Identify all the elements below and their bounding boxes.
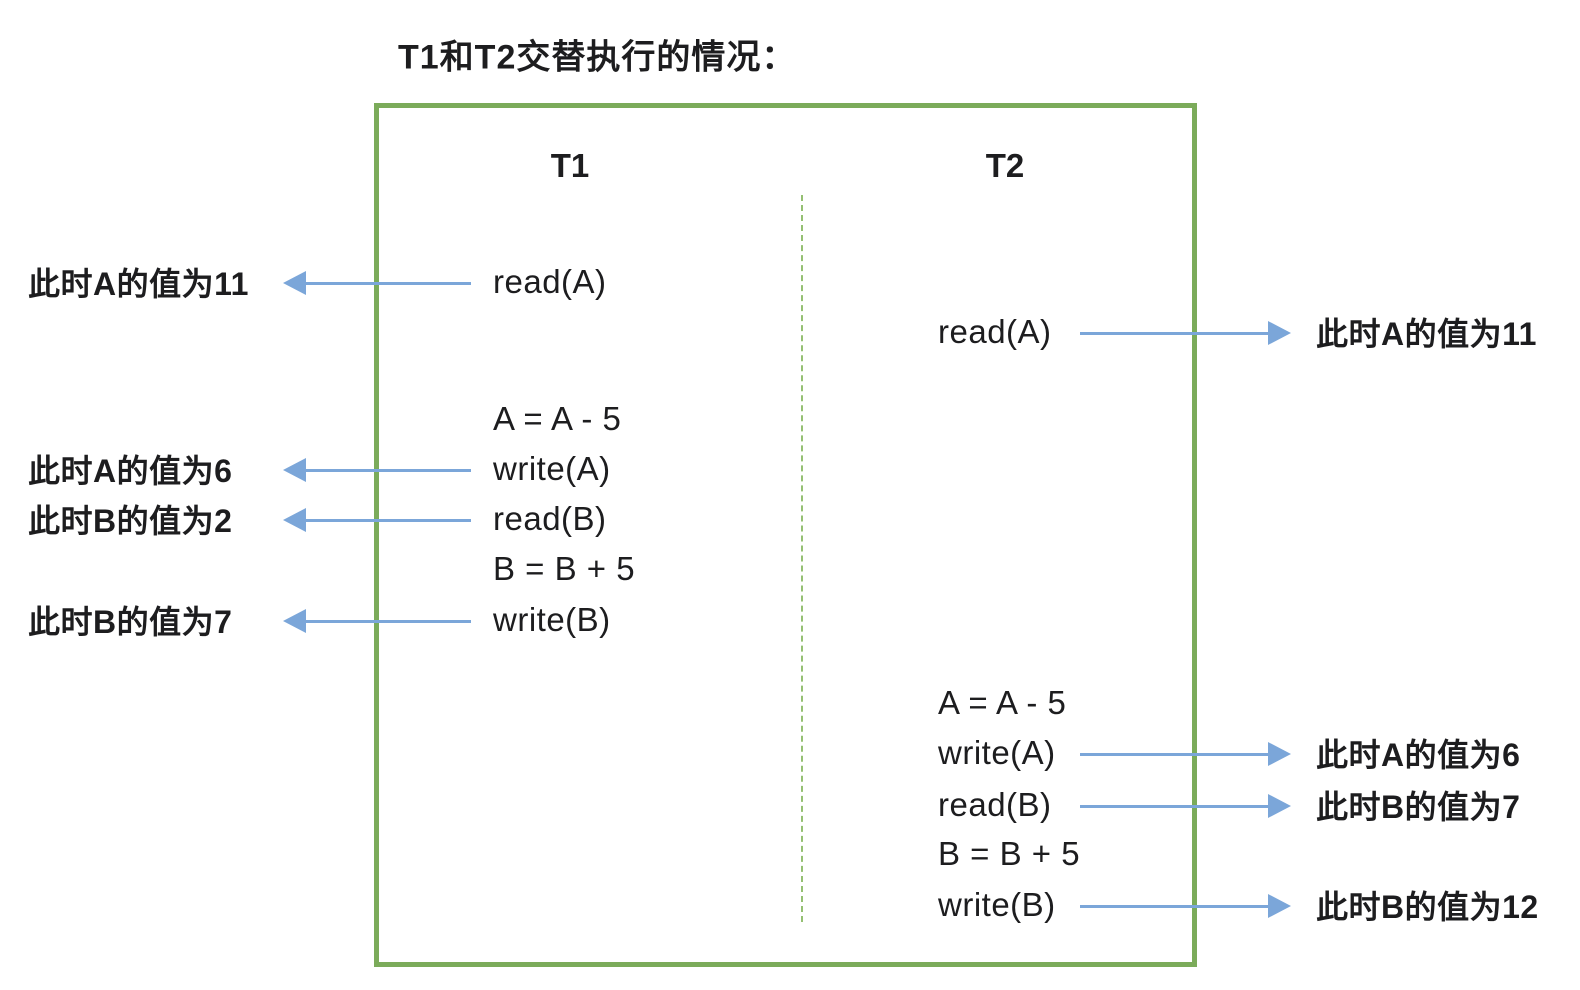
arrow-line	[301, 619, 471, 623]
annotation-right-a6: 此时A的值为6	[1316, 737, 1521, 774]
diagram-title: T1和T2交替执行的情况：	[398, 38, 797, 77]
arrow-head-icon	[1268, 321, 1291, 345]
t2-column-header: T2	[985, 147, 1025, 184]
t1-column-header: T1	[550, 147, 590, 184]
annotation-left-b2: 此时B的值为2	[28, 503, 233, 540]
t1-op-write-a: write(A)	[493, 450, 611, 488]
t1-op-calc-a: A = A - 5	[493, 400, 622, 438]
t2-op-read-b: read(B)	[938, 786, 1052, 824]
annotation-left-b7: 此时B的值为7	[28, 604, 233, 641]
t2-op-calc-b: B = B + 5	[938, 835, 1081, 873]
t2-op-read-a: read(A)	[938, 313, 1052, 351]
t1-op-calc-b: B = B + 5	[493, 550, 636, 588]
arrow-line	[1080, 804, 1273, 808]
arrow-line	[301, 281, 471, 285]
arrow-line	[301, 518, 471, 522]
t1-op-read-b: read(B)	[493, 500, 607, 538]
t2-op-write-a: write(A)	[938, 734, 1056, 772]
arrow-head-icon	[283, 508, 306, 532]
annotation-right-a11: 此时A的值为11	[1316, 316, 1537, 353]
arrow-head-icon	[283, 609, 306, 633]
annotation-right-b12: 此时B的值为12	[1316, 889, 1539, 926]
annotation-left-a11: 此时A的值为11	[28, 266, 249, 303]
arrow-line	[1080, 904, 1273, 908]
annotation-right-b7: 此时B的值为7	[1316, 789, 1521, 826]
arrow-head-icon	[1268, 742, 1291, 766]
arrow-line	[1080, 331, 1273, 335]
t2-op-write-b: write(B)	[938, 886, 1056, 924]
arrow-line	[1080, 752, 1273, 756]
arrow-head-icon	[1268, 794, 1291, 818]
arrow-line	[301, 468, 471, 472]
transaction-box	[374, 103, 1197, 967]
arrow-head-icon	[283, 271, 306, 295]
arrow-head-icon	[1268, 894, 1291, 918]
t1-op-read-a: read(A)	[493, 263, 607, 301]
t2-op-calc-a: A = A - 5	[938, 684, 1067, 722]
annotation-left-a6: 此时A的值为6	[28, 453, 233, 490]
column-divider-line	[801, 195, 803, 922]
arrow-head-icon	[283, 458, 306, 482]
t1-op-write-b: write(B)	[493, 601, 611, 639]
